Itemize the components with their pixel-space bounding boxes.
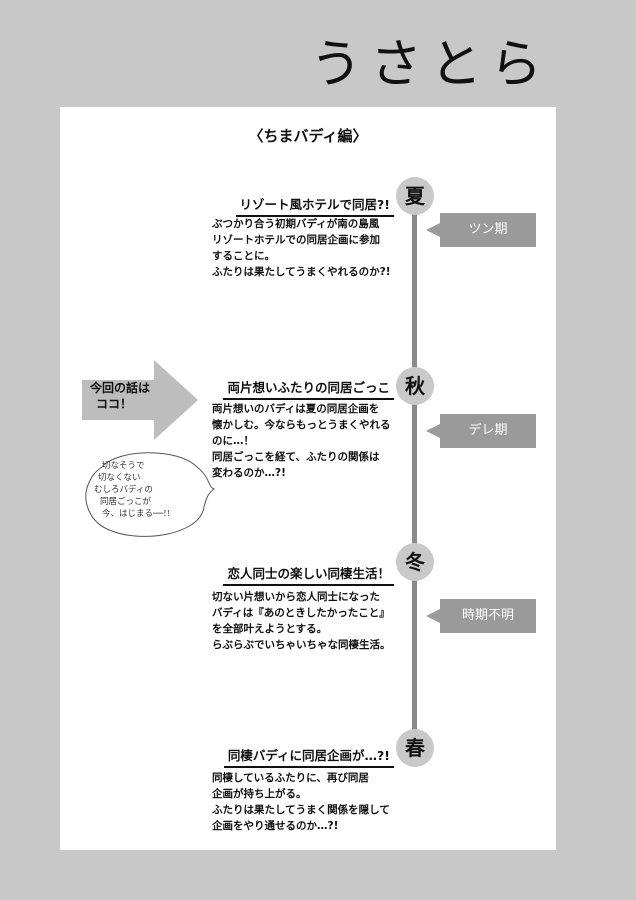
season-spring-circle: 春	[396, 729, 434, 767]
note-bubble-icon	[85, 452, 216, 537]
section-autumn-line: 同居ごっこを経て、ふたりの関係は	[212, 451, 380, 463]
page-title: うさとら	[310, 35, 551, 95]
section-autumn-line: 両片想いのバディは夏の同居企画を	[212, 403, 380, 415]
section-spring-line: 企画をやり通せるのか…?!	[212, 820, 339, 832]
section-autumn-line: 懐かしむ。今ならもっとうまくやれる	[212, 419, 391, 431]
note-line: 切なそうで	[102, 461, 145, 471]
subtitle: 〈ちまバディ編〉	[248, 127, 368, 145]
season-winter-circle: 冬	[396, 543, 434, 581]
section-autumn-heading: 両片想いふたりの同居ごっこ	[223, 377, 394, 400]
section-spring-line: ふたりは果たしてうまく関係を隠して	[212, 804, 390, 816]
section-autumn-line: 変わるのか…?!	[212, 467, 286, 479]
section-winter-line: らぶらぶでいちゃいちゃな同棲生活。	[212, 639, 391, 651]
section-autumn-line: のに…！	[212, 435, 254, 447]
section-winter-line: を全部叶えようとする。	[212, 623, 328, 635]
section-summer-line: ぶつかり合う初期バディが南の島風	[212, 218, 380, 230]
pointer-arrow-icon	[82, 360, 198, 440]
note-line: 同居ごっこが	[100, 497, 152, 507]
section-spring-heading: 同棲バディに同居企画が…?!	[223, 745, 394, 768]
section-winter-heading: 恋人同士の楽しい同棲生活！	[223, 563, 394, 586]
tag-tsun: ツン期	[426, 213, 536, 247]
season-summer-circle: 夏	[396, 177, 434, 215]
timeline-line	[412, 197, 417, 757]
tag-unknown-period: 時期不明	[426, 599, 536, 633]
section-summer-heading: リゾート風ホテルで同居?!	[235, 194, 394, 217]
pointer-label-line: 今回の話は	[90, 381, 151, 395]
section-summer-line: リゾートホテルでの同居企画に参加	[212, 234, 380, 246]
section-summer-line: することに。	[212, 250, 275, 262]
section-winter-line: バディは『あのときしたかったこと』	[212, 607, 390, 619]
section-spring-line: 企画が持ち上がる。	[212, 788, 307, 800]
content-sheet: 〈ちまバディ編〉 夏 リゾート風ホテルで同居?! ぶつかり合う初期バディが南の島…	[60, 107, 556, 850]
pointer-label: 今回の話は ココ！	[90, 380, 150, 412]
tag-dere: デレ期	[426, 414, 536, 448]
note-line: 今、はじまる──!!	[102, 509, 171, 519]
section-winter-line: 切ない片想いから恋人同士になった	[212, 591, 380, 603]
season-autumn-circle: 秋	[396, 367, 434, 405]
section-summer-line: ふたりは果たしてうまくやれるのか?!	[212, 266, 391, 278]
note-line: 切なくない	[98, 473, 141, 483]
note-line: むしろバディの	[94, 485, 153, 495]
pointer-label-line: ココ！	[96, 397, 133, 411]
section-spring-line: 同棲しているふたりに、再び同居	[212, 772, 369, 784]
